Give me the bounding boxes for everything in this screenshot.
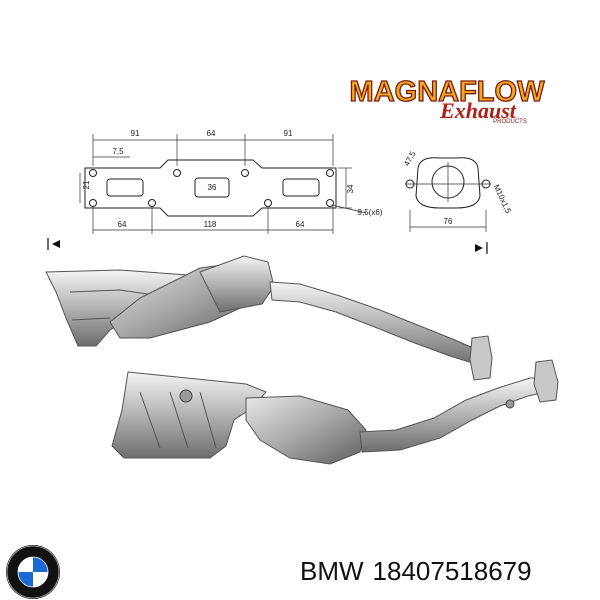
dim-height-right: 34 xyxy=(346,184,355,193)
converter-body-lower xyxy=(245,395,367,465)
dim-bottom-2: 118 xyxy=(204,220,217,229)
dim-thread: M10x1,5 xyxy=(492,183,513,215)
port-right xyxy=(282,178,320,197)
catalytic-converter-upper xyxy=(45,255,493,381)
exhaust-manifold-lower xyxy=(111,371,267,459)
flange-plate-outline xyxy=(84,159,337,217)
catalytic-converter-lower xyxy=(111,359,559,465)
port-left xyxy=(106,178,144,197)
port-center xyxy=(194,177,230,198)
view-arrows xyxy=(47,238,488,254)
dim-bottom-3: 64 xyxy=(296,220,305,229)
dim-center: 36 xyxy=(208,183,217,192)
dim-offset: 7,5 xyxy=(112,147,124,156)
dim-bottom-1: 64 xyxy=(118,220,127,229)
bolt-holes xyxy=(89,169,334,207)
round-flange-diagram: 47,5 76 M10x1,5 xyxy=(402,149,513,232)
dim-holes: 9,5(x6) xyxy=(358,208,383,217)
magnaflow-wordmark: MAGNAFLOW xyxy=(350,76,546,108)
pipe-flange-lower xyxy=(533,359,559,403)
pipe-flange-upper xyxy=(469,335,493,381)
dim-top-2: 64 xyxy=(207,129,216,138)
rect-flange-diagram: 91 64 91 7,5 36 21 34 9,5(x6) xyxy=(79,129,383,234)
oval-flange-outline xyxy=(415,157,481,209)
part-caption: BMW 18407518679 xyxy=(300,556,541,587)
dim-diameter: 47,5 xyxy=(402,149,418,167)
dim-top-3: 91 xyxy=(284,129,293,138)
pipe-upper xyxy=(269,281,483,367)
dim-height-left: 21 xyxy=(82,180,91,189)
dim-width: 76 xyxy=(444,217,453,226)
car-make: BMW xyxy=(300,556,364,586)
magnaflow-logo: MAGNAFLOW Exhaust PRODUCTS xyxy=(349,75,546,125)
exhaust-script: Exhaust xyxy=(439,98,517,123)
dim-top-1: 91 xyxy=(131,129,140,138)
pipe-lower xyxy=(359,377,547,453)
bmw-roundel-icon xyxy=(6,545,60,599)
products-label: PRODUCTS xyxy=(493,119,527,125)
part-number: 18407518679 xyxy=(372,556,532,586)
